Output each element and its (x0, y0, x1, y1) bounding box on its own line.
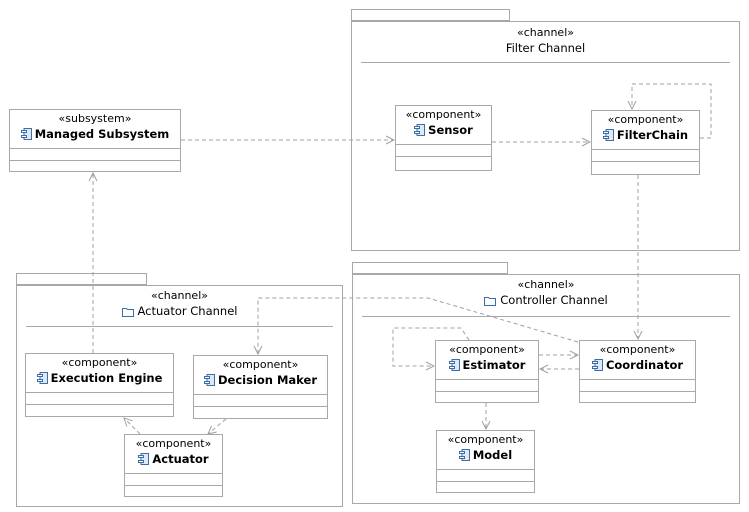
component-divider (10, 160, 180, 161)
component-icon (36, 372, 48, 387)
package-folder-icon (121, 306, 134, 320)
filterchain-box[interactable]: «component» FilterChain (591, 110, 700, 175)
component-divider (194, 406, 327, 407)
component-name-text: Sensor (428, 123, 473, 137)
component-stereotype: «subsystem» (58, 112, 132, 125)
component-divider (26, 392, 173, 393)
sensor-box[interactable]: «component» Sensor (395, 105, 492, 171)
package-title: Actuator Channel (17, 304, 342, 320)
component-name: Coordinator (580, 358, 695, 374)
component-stereotype: «component» (405, 108, 482, 121)
managed-subsystem-box[interactable]: «subsystem» Managed Subsystem (9, 109, 181, 172)
component-name-text: Coordinator (605, 358, 684, 372)
component-icon (414, 124, 426, 139)
actuator-box[interactable]: «component» Actuator (124, 434, 223, 497)
component-divider (436, 391, 538, 392)
component-stereotype: «component» (447, 433, 524, 446)
package-folder-icon (484, 295, 497, 309)
component-divider (580, 391, 695, 392)
component-divider (10, 148, 180, 149)
component-name: Managed Subsystem (10, 127, 180, 143)
package-title-text: Actuator Channel (137, 304, 238, 318)
package-stereotype: «channel» (151, 289, 208, 302)
component-name-text: Estimator (462, 358, 526, 372)
component-name: Actuator (125, 452, 222, 468)
package-divider (362, 316, 730, 317)
component-icon (602, 129, 614, 144)
package-title: Filter Channel (505, 41, 586, 55)
component-divider (396, 144, 491, 145)
component-name: FilterChain (592, 128, 699, 144)
component-name: Sensor (396, 123, 491, 139)
component-name-text: Execution Engine (50, 371, 163, 385)
component-divider (437, 481, 534, 482)
model-box[interactable]: «component» Model (436, 430, 535, 493)
package-title: Controller Channel (353, 293, 739, 309)
component-divider (592, 149, 699, 150)
component-divider (436, 379, 538, 380)
component-name: Decision Maker (194, 373, 327, 389)
component-stereotype: «component» (599, 343, 676, 356)
package-stereotype: «channel» (517, 278, 575, 291)
component-icon (204, 374, 215, 389)
component-divider (26, 404, 173, 405)
decision-maker-box[interactable]: «component» Decision Maker (193, 355, 328, 419)
component-name-text: Decision Maker (218, 373, 317, 387)
component-name-text: FilterChain (616, 128, 689, 142)
coordinator-box[interactable]: «component» Coordinator (579, 340, 696, 403)
component-divider (125, 473, 222, 474)
component-divider (437, 469, 534, 470)
component-icon (591, 359, 603, 374)
component-divider (592, 161, 699, 162)
package-stereotype: «channel» (517, 26, 574, 39)
component-icon (138, 453, 150, 468)
component-icon (458, 449, 470, 464)
component-stereotype: «component» (449, 343, 525, 356)
component-name-text: Actuator (152, 452, 209, 466)
package-divider (361, 62, 730, 63)
component-divider (396, 156, 491, 157)
actuator-channel-tab (16, 273, 147, 285)
execution-engine-box[interactable]: «component» Execution Engine (25, 353, 174, 417)
component-icon (448, 359, 460, 374)
component-name: Estimator (436, 358, 538, 374)
component-divider (194, 394, 327, 395)
component-name-text: Model (472, 448, 513, 462)
package-divider (26, 326, 333, 327)
filter-channel-tab (351, 9, 510, 21)
component-divider (580, 379, 695, 380)
package-title-text: Controller Channel (500, 293, 608, 307)
component-stereotype: «component» (61, 356, 138, 369)
component-icon (20, 128, 32, 143)
estimator-box[interactable]: «component» Estimator (435, 340, 539, 403)
component-name: Execution Engine (26, 371, 173, 387)
component-stereotype: «component» (222, 358, 299, 371)
component-divider (125, 485, 222, 486)
component-stereotype: «component» (135, 437, 212, 450)
controller-channel-tab (352, 262, 508, 274)
component-name: Model (437, 448, 534, 464)
component-name-text: Managed Subsystem (34, 127, 170, 141)
component-stereotype: «component» (607, 113, 684, 126)
